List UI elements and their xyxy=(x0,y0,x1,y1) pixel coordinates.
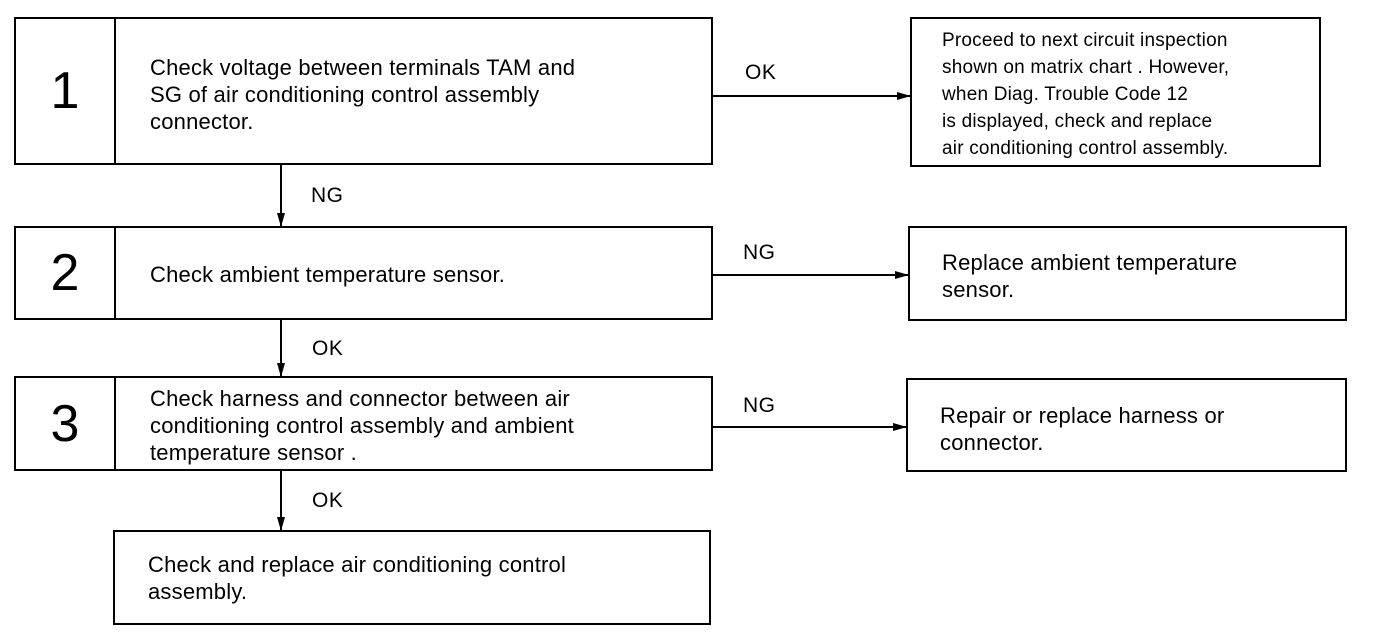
edge-label-step1-ng: NG xyxy=(311,184,344,207)
outcome-3-box: Repair or replace harness or connector. xyxy=(906,378,1347,472)
edge-label-step3-ok: OK xyxy=(312,489,344,512)
step-1-box: 1 Check voltage between terminals TAM an… xyxy=(14,17,713,165)
outcome-1-box: Proceed to next circuit inspection shown… xyxy=(910,17,1321,167)
final-action-box: Check and replace air conditioning contr… xyxy=(113,530,711,625)
final-action-text: Check and replace air conditioning contr… xyxy=(148,552,567,604)
edge-label-step2-ok: OK xyxy=(312,337,344,360)
outcome-3-text: Repair or replace harness or connector. xyxy=(940,403,1225,455)
step-2-number: 2 xyxy=(16,228,116,318)
step-2-box: 2 Check ambient temperature sensor. xyxy=(14,226,713,320)
step-1-text: Check voltage between terminals TAM and … xyxy=(150,55,576,134)
outcome-2-text: Replace ambient temperature sensor. xyxy=(942,250,1238,302)
edge-label-step2-ng: NG xyxy=(743,241,776,264)
step-3-number: 3 xyxy=(16,378,116,469)
step-1-number: 1 xyxy=(16,19,116,163)
step-3-text: Check harness and connector between air … xyxy=(150,386,574,465)
step-2-text: Check ambient temperature sensor. xyxy=(150,262,506,287)
edge-label-step1-ok: OK xyxy=(745,61,777,84)
edge-label-step3-ng: NG xyxy=(743,394,776,417)
outcome-1-text: Proceed to next circuit inspection shown… xyxy=(942,30,1230,159)
outcome-2-box: Replace ambient temperature sensor. xyxy=(908,226,1347,321)
step-3-box: 3 Check harness and connector between ai… xyxy=(14,376,713,471)
